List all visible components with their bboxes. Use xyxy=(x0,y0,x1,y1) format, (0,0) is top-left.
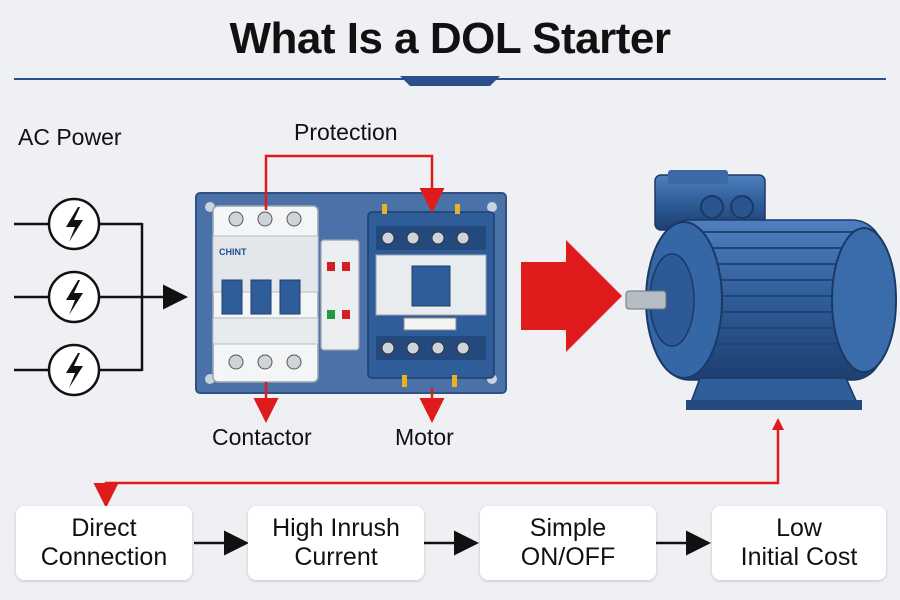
feature-box-high-inrush: High Inrush Current xyxy=(248,506,424,580)
protection-label: Protection xyxy=(294,119,398,145)
auxiliary-block xyxy=(320,239,360,351)
motor-illustration xyxy=(625,170,897,410)
circuit-breaker: CHINT xyxy=(212,205,319,383)
title-divider xyxy=(14,76,886,86)
contactor-label: Contactor xyxy=(212,424,312,450)
feature-line: Low xyxy=(776,514,822,542)
breaker-brand: CHINT xyxy=(219,247,247,257)
feature-line: Direct xyxy=(71,514,137,542)
protection-connector xyxy=(264,154,445,213)
lightning-icon xyxy=(66,280,83,315)
power-source-1 xyxy=(14,197,142,251)
motor-label: Motor xyxy=(395,424,454,450)
feature-line: Current xyxy=(294,543,378,571)
feature-line: ON/OFF xyxy=(520,543,616,571)
power-source-2 xyxy=(14,270,188,324)
starter-panel: CHINT xyxy=(195,192,507,394)
feedback-arrowhead-icon xyxy=(772,418,784,430)
page-title: What Is a DOL Starter xyxy=(229,14,671,63)
contactor-unit xyxy=(367,204,495,387)
feature-box-direct-connection: Direct Connection xyxy=(16,506,192,580)
lightning-icon xyxy=(66,353,83,388)
flow-arrow-icon xyxy=(521,240,622,352)
feature-line: Connection xyxy=(40,543,168,571)
lightning-icon xyxy=(66,207,83,242)
feature-box-simple-onoff: Simple ON/OFF xyxy=(480,506,656,580)
feature-box-low-cost: Low Initial Cost xyxy=(712,506,886,580)
feature-line: Initial Cost xyxy=(740,543,858,571)
ac-power-sources xyxy=(14,197,188,397)
feedback-connector xyxy=(93,422,780,508)
ac-power-label: AC Power xyxy=(18,124,122,150)
feature-line: Simple xyxy=(529,514,607,542)
feature-line: High Inrush xyxy=(272,514,400,542)
power-source-3 xyxy=(14,343,142,397)
